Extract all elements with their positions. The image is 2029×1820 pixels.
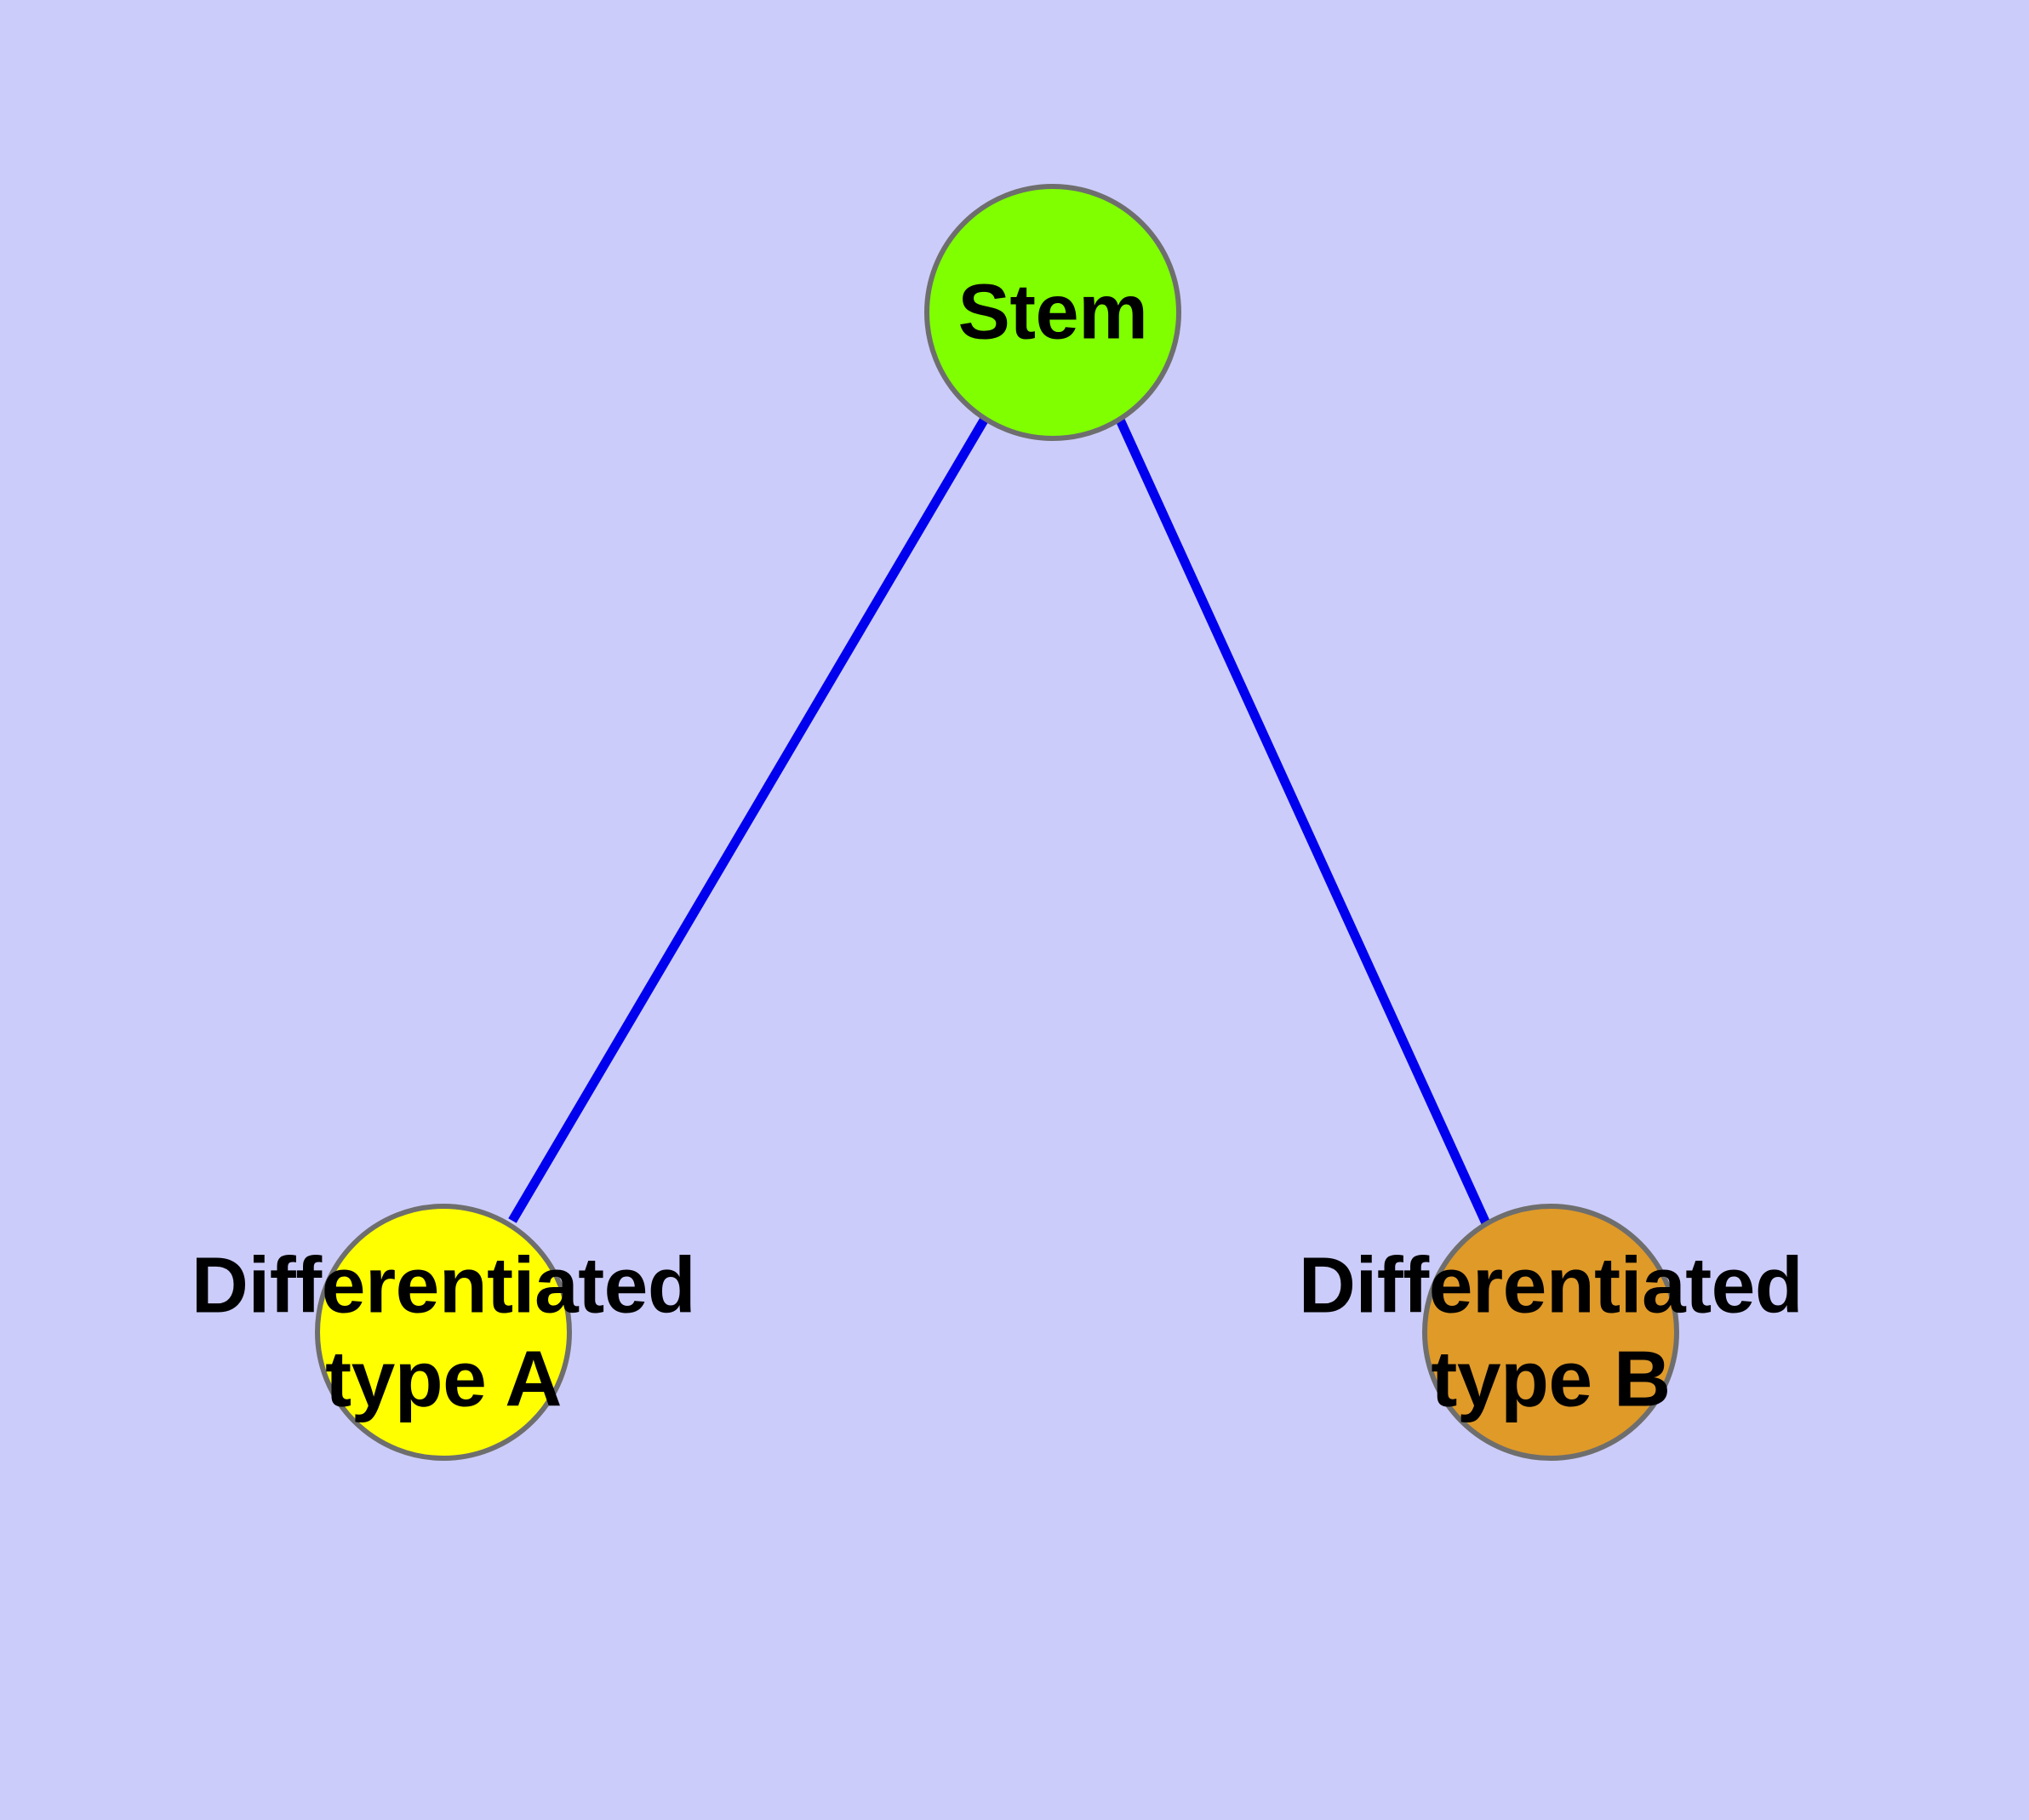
node-differentiated-type-a-circle[interactable] — [315, 1204, 572, 1461]
node-layer — [315, 184, 1679, 1461]
node-differentiated-type-b-circle[interactable] — [1422, 1204, 1679, 1461]
edge-stem-to-differentiated-type-b — [1114, 415, 1491, 1226]
node-stem-circle[interactable] — [924, 184, 1181, 441]
edge-layer — [508, 415, 1491, 1226]
edge-stem-to-differentiated-type-a — [508, 416, 989, 1223]
